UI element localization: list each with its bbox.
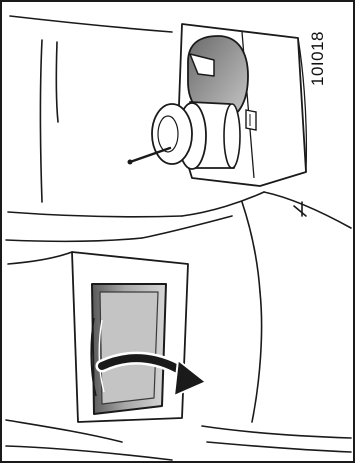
ashtray-recess	[72, 252, 188, 422]
figure-reference-code: 10I018	[307, 46, 329, 86]
cigarette-lighter-icon	[128, 102, 241, 169]
